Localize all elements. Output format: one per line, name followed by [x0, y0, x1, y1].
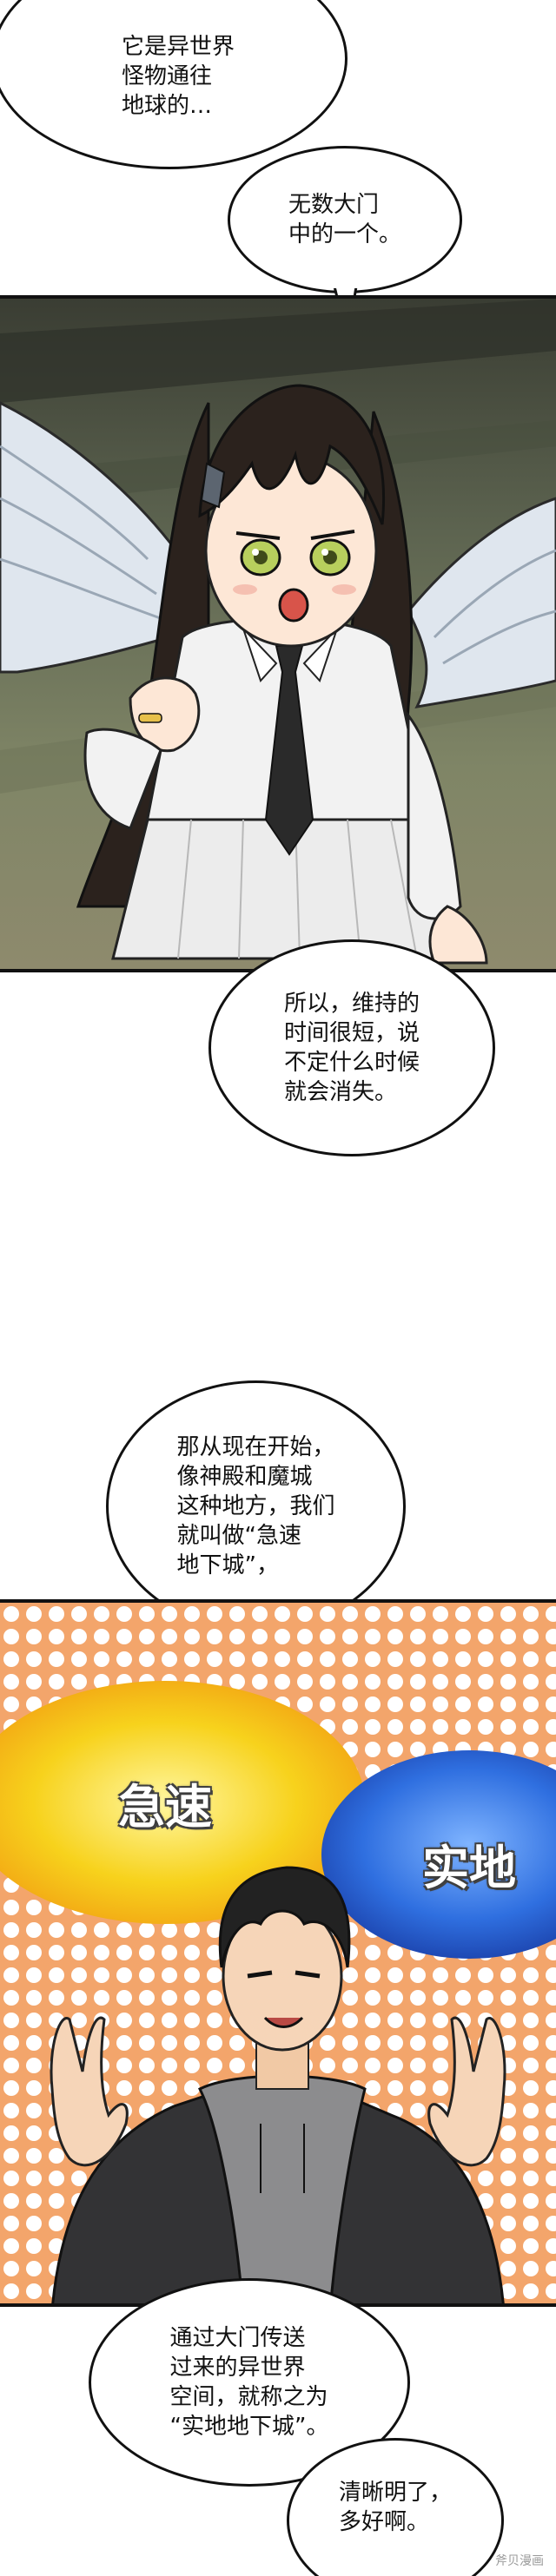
word-bubble-right: 实地	[365, 1798, 556, 1928]
angel-girl-illustration	[0, 299, 556, 965]
panel-dungeon-names: 急速 实地	[0, 1599, 556, 2307]
word-bubble-left: 急速	[35, 1733, 295, 1872]
speech-bubble-text: 无数大门 中的一个。	[288, 192, 401, 247]
speech-bubble-text: 它是异世界 怪物通往 地球的…	[121, 33, 235, 119]
panel-angel-girl	[0, 295, 556, 972]
speech-bubble-text: 清晰明了， 多好啊。	[338, 2480, 452, 2535]
man-illustration	[50, 1866, 506, 2303]
word-label-left: 急速	[118, 1779, 212, 1835]
speech-bubble-6: 清晰明了， 多好啊。	[287, 2438, 504, 2576]
speech-bubble-2: 无数大门 中的一个。	[228, 146, 462, 293]
speech-bubble-1: 它是异世界 怪物通往 地球的…	[0, 0, 348, 169]
speech-bubble-text: 那从现在开始， 像神殿和魔城 这种地方，我们 就叫做“急速 地下城”，	[176, 1434, 335, 1578]
speech-bubble-4: 那从现在开始， 像神殿和魔城 这种地方，我们 就叫做“急速 地下城”，	[106, 1380, 406, 1632]
speech-bubble-5: 通过大门传送 过来的异世界 空间，就称之为 “实地地下城”。	[89, 2278, 410, 2487]
word-label-right: 实地	[422, 1840, 516, 1895]
speech-bubble-text: 通过大门传送 过来的异世界 空间，就称之为 “实地地下城”。	[169, 2325, 329, 2440]
speech-bubble-3: 所以，维持的 时间很短，说 不定什么时候 就会消失。	[208, 939, 495, 1156]
watermark: 斧贝漫画	[495, 2554, 544, 2568]
speech-bubble-text: 所以，维持的 时间很短，说 不定什么时候 就会消失。	[283, 991, 420, 1105]
